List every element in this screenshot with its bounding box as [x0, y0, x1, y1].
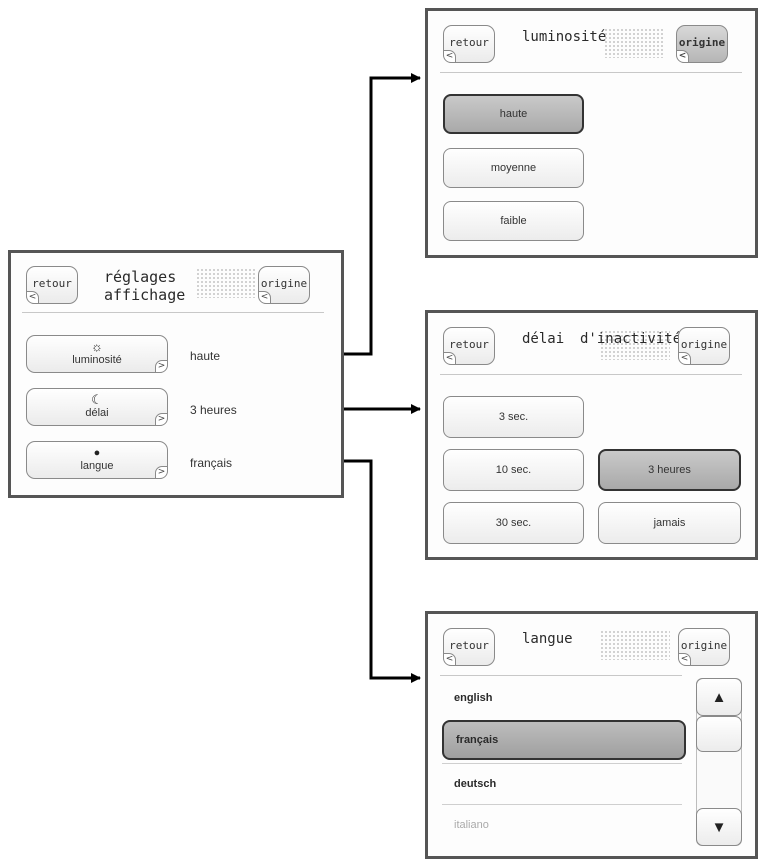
list-divider: [442, 763, 682, 764]
option-faible[interactable]: faible: [443, 201, 584, 241]
page-title-part-2: d'inactivité: [580, 331, 682, 347]
timeout-label: délai: [85, 407, 109, 419]
title-line-1: réglages: [104, 268, 177, 286]
sun-icon: ☼: [91, 339, 103, 354]
moon-icon: ☾: [91, 392, 103, 407]
timeout-button[interactable]: ☾ délai >: [26, 388, 168, 426]
header-texture: [600, 630, 670, 660]
title-line-2: affichage: [104, 286, 186, 304]
back-label: retour: [449, 638, 489, 652]
language-option-italiano[interactable]: italiano: [454, 819, 489, 831]
header-divider: [440, 675, 682, 676]
page-title: réglages affichage: [104, 268, 185, 304]
back-label: retour: [449, 35, 489, 49]
back-label: retour: [449, 337, 489, 351]
back-button[interactable]: retour <: [443, 327, 495, 365]
chevron-right-icon: >: [155, 466, 168, 479]
language-option-deutsch[interactable]: deutsch: [454, 778, 497, 790]
option-moyenne[interactable]: moyenne: [443, 148, 584, 188]
chevron-right-icon: >: [155, 413, 168, 426]
language-option-english[interactable]: english: [454, 692, 493, 704]
back-button[interactable]: retour <: [443, 628, 495, 666]
scrollbar-thumb[interactable]: [696, 716, 742, 752]
reset-label: origine: [678, 35, 726, 49]
reset-label: origine: [260, 276, 308, 290]
header-texture: [604, 28, 664, 58]
back-button[interactable]: retour <: [443, 25, 495, 63]
chevron-left-icon: <: [678, 653, 691, 666]
brightness-label: luminosité: [72, 354, 122, 366]
chevron-left-icon: <: [443, 653, 456, 666]
option-jamais[interactable]: jamais: [598, 502, 741, 544]
chevron-right-icon: >: [155, 360, 168, 373]
header-texture: [196, 268, 256, 298]
chevron-left-icon: <: [26, 291, 39, 304]
language-button[interactable]: ● langue >: [26, 441, 168, 479]
option-3-heures[interactable]: 3 heures: [598, 449, 741, 491]
scroll-up-button[interactable]: ▲: [696, 678, 742, 716]
reset-button[interactable]: origine <: [678, 327, 730, 365]
arrow-up-icon: ▲: [711, 688, 727, 706]
reset-label: origine: [680, 638, 728, 652]
back-label: retour: [32, 276, 72, 290]
reset-button[interactable]: origine <: [676, 25, 728, 63]
option-10-sec[interactable]: 10 sec.: [443, 449, 584, 491]
header-divider: [22, 312, 324, 313]
language-label: langue: [80, 460, 114, 472]
back-button[interactable]: retour <: [26, 266, 78, 304]
chevron-left-icon: <: [258, 291, 271, 304]
option-3-sec[interactable]: 3 sec.: [443, 396, 584, 438]
header-divider: [440, 72, 742, 73]
scroll-down-button[interactable]: ▼: [696, 808, 742, 846]
reset-button[interactable]: origine <: [678, 628, 730, 666]
option-30-sec[interactable]: 30 sec.: [443, 502, 584, 544]
brightness-value: haute: [190, 349, 221, 363]
header-texture: [600, 330, 670, 360]
arrow-down-icon: ▼: [711, 818, 727, 836]
speech-bubble-icon: ●: [93, 447, 101, 459]
timeout-value: 3 heures: [190, 403, 237, 417]
list-divider: [442, 804, 682, 805]
brightness-button[interactable]: ☼ luminosité >: [26, 335, 168, 373]
language-value: français: [190, 456, 233, 470]
language-option-francais[interactable]: français: [442, 720, 686, 760]
chevron-left-icon: <: [678, 352, 691, 365]
page-title: luminosité: [522, 29, 607, 45]
option-haute[interactable]: haute: [443, 94, 584, 134]
page-title: langue: [522, 631, 573, 647]
header-divider: [440, 374, 742, 375]
page-title-part-1: délai: [522, 331, 565, 347]
chevron-left-icon: <: [676, 50, 689, 63]
chevron-left-icon: <: [443, 352, 456, 365]
reset-label: origine: [680, 337, 728, 351]
chevron-left-icon: <: [443, 50, 456, 63]
reset-button[interactable]: origine <: [258, 266, 310, 304]
